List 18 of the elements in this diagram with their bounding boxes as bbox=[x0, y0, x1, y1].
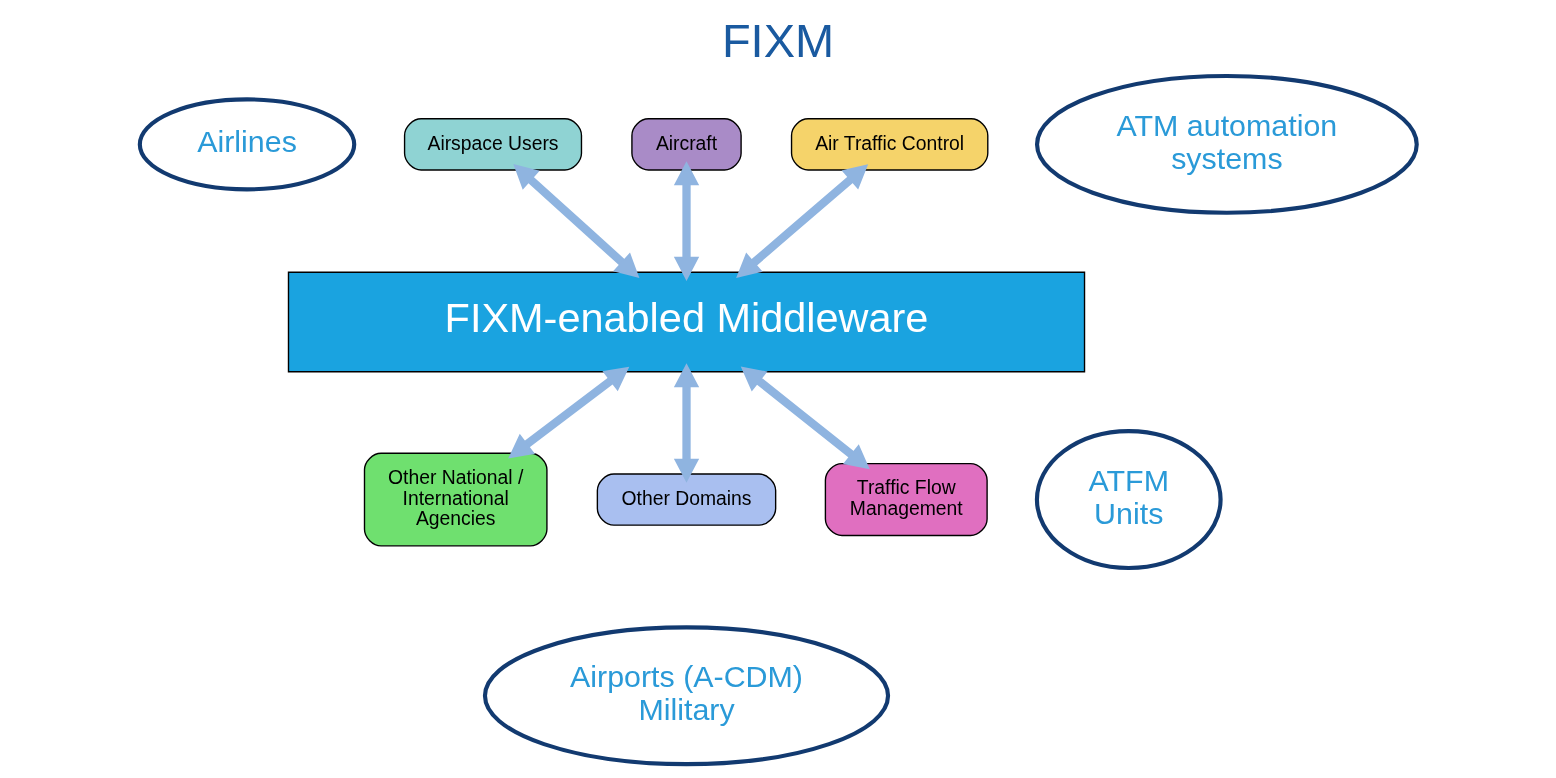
node-ellipse: ATFM Units bbox=[1034, 429, 1223, 571]
node-box: Other Domains bbox=[596, 473, 777, 526]
diagram-title: FIXM bbox=[721, 13, 835, 67]
node-ellipse: Airlines bbox=[137, 97, 357, 192]
arrow bbox=[740, 366, 870, 470]
node-box: Air Traffic Control bbox=[790, 118, 989, 171]
node-ellipse: ATM automation systems bbox=[1034, 73, 1419, 215]
arrow bbox=[673, 363, 700, 483]
node-box: Other National / International Agencies bbox=[363, 452, 548, 547]
node-ellipse: Airports (A-CDM) Military bbox=[482, 625, 891, 767]
arrow bbox=[508, 366, 630, 459]
node-box: Traffic Flow Management bbox=[824, 462, 988, 537]
arrow bbox=[673, 161, 700, 281]
arrow bbox=[736, 164, 869, 278]
arrow bbox=[513, 164, 640, 279]
node-box: Airspace Users bbox=[403, 118, 583, 171]
node-box: FIXM-enabled Middleware bbox=[287, 271, 1086, 373]
node-box: Aircraft bbox=[631, 118, 742, 171]
